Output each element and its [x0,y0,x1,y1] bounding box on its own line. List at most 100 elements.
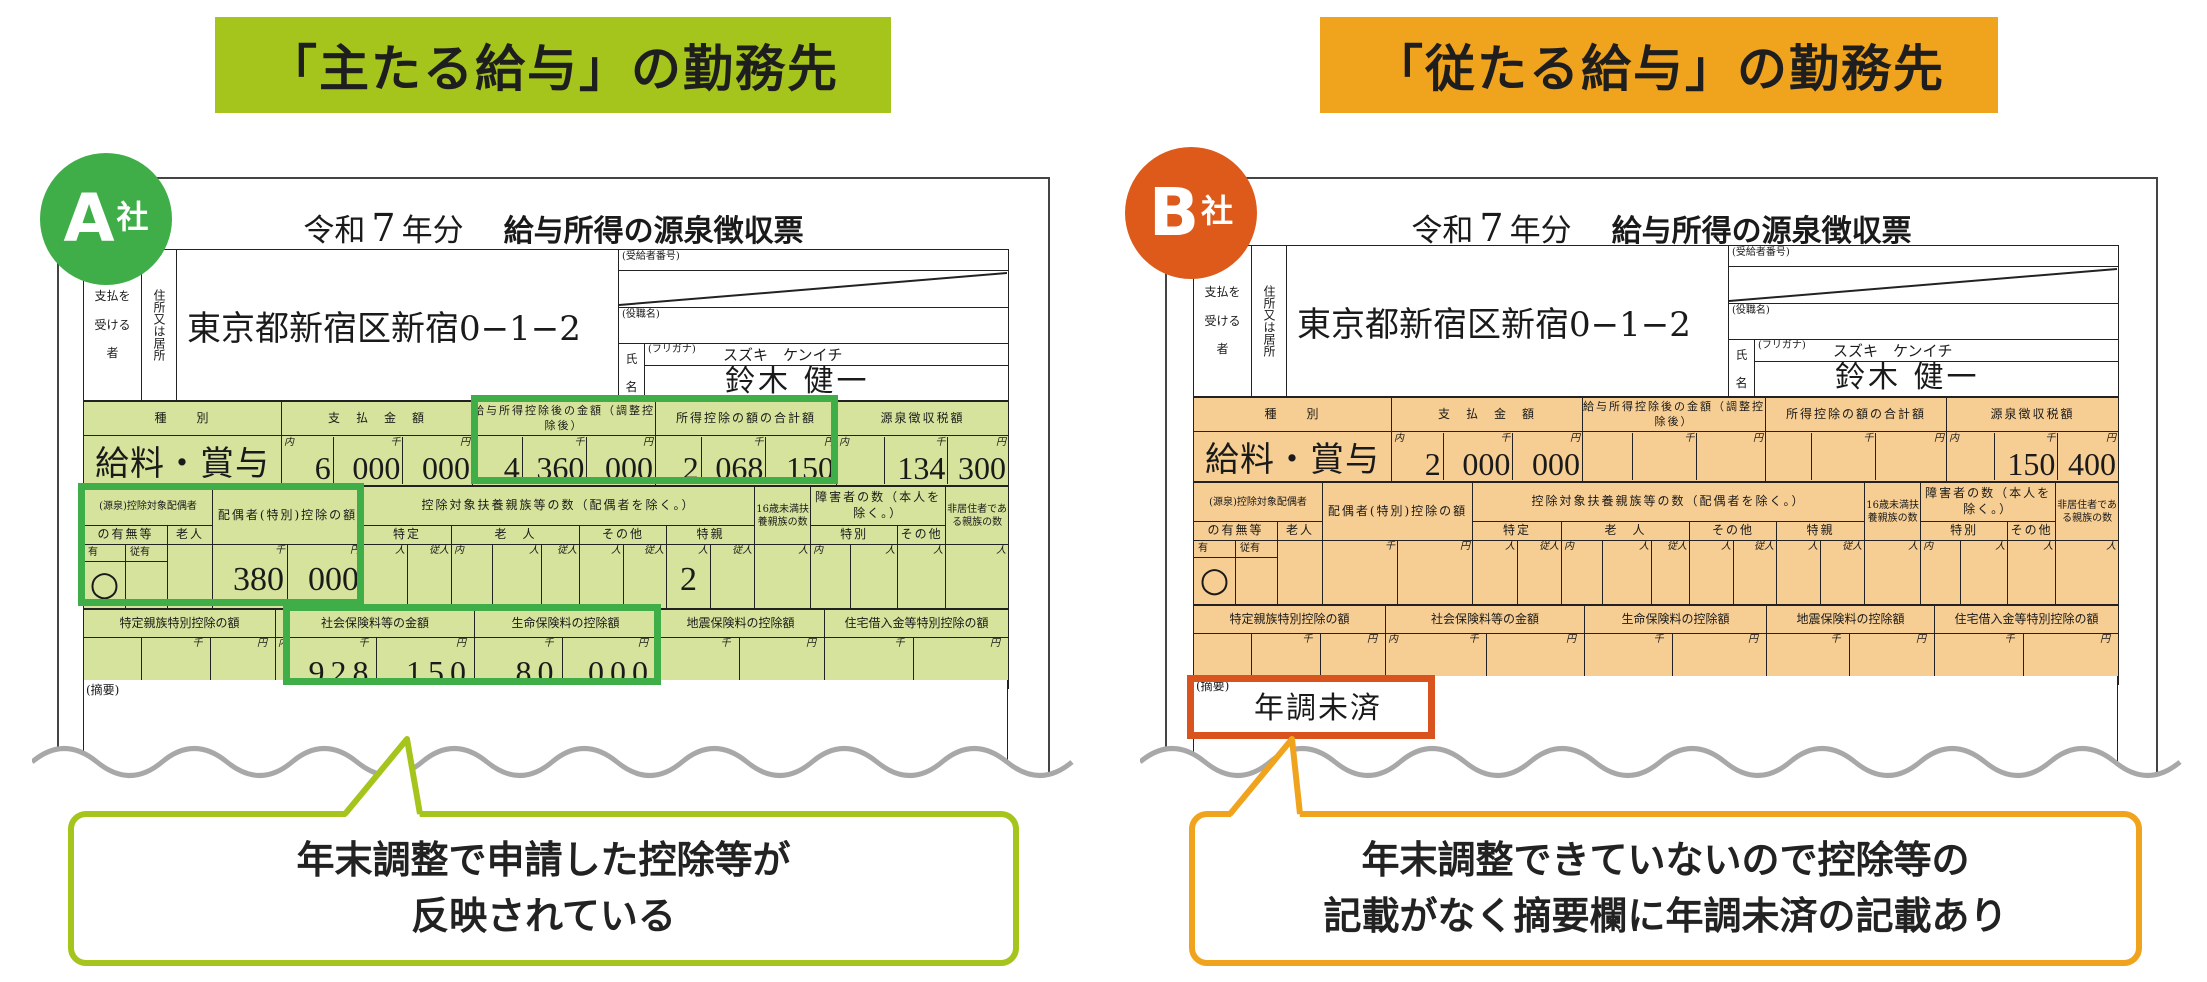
spouse-deduction-head: 配偶者(特別)控除の額 [1322,482,1473,541]
tekiyo-note: 年調未済 [1254,691,1382,726]
spouse-presence-mark: ○ [89,564,120,604]
unit-sen: 千 [358,638,375,649]
unit-nin: 人 [1908,541,1919,552]
year-suffix: 年分 [1509,213,1572,249]
name-value: 鈴木 健一 [725,364,870,399]
ari-label: 有 [1194,541,1235,558]
tax-thousands: 134 [897,450,946,486]
unit-en: 円 [990,638,1006,649]
unit-en: 円 [1566,634,1582,645]
unit-en: 円 [1367,634,1383,645]
paper [1165,177,2158,777]
specified-relative-amount: 千 円 [84,638,275,688]
unit-nin: 人 [1995,541,2006,552]
housing-loan-amount: 千 円 [825,638,1008,688]
unit-nin: 人 [996,545,1007,556]
ari-label: 有 [84,545,125,562]
unit-sen: 千 [275,545,285,556]
unit-nin: 人 [2043,541,2054,552]
unit-nin: 人 [698,545,708,556]
unit-en: 円 [2105,433,2116,444]
nonresident-head: 非居住者である親族の数 [2055,482,2120,541]
col-tax: 源泉徴収税額 [836,401,1009,436]
col-payment: 支 払 金 額 [281,401,473,436]
unit-sen: 千 [935,437,946,448]
juari-label: 従有 [126,545,167,562]
unit-sen: 千 [1863,433,1874,444]
housing-loan-amount: 千 円 [1935,634,2118,684]
year: 7 [1479,206,1504,250]
position-label: (役職名) [1732,305,1770,316]
callout-line: 反映されている [411,893,676,938]
unit-en: 円 [806,638,822,649]
special-head: 特別 [1920,521,2009,541]
payment-millions: 2 [1424,446,1441,482]
callout-line: 年末調整できていないので控除等の [1361,838,1970,883]
unit-nin: 人 [885,545,896,556]
earthquake-insurance-amount: 千 円 [657,638,824,688]
address-label: 住所又は居所 [152,289,166,361]
unit-uchi: 内 [454,545,464,556]
disabled-head: 障害者の数（本人を除く。） [1920,482,2057,522]
company-letter: A [63,180,115,257]
unit-en: 円 [995,437,1006,448]
income-type-value: 給料・賞与 [83,435,282,486]
unit-en: 円 [1460,541,1470,552]
total-deductions-amount: 千 円 [1766,433,1946,480]
callout-primary: 年末調整で申請した控除等が 反映されている [68,811,1019,966]
under16-head: 16歳未満扶養親族の数 [754,486,812,545]
other-head: その他 [1689,521,1777,541]
unit-uchi: 内 [1949,433,1959,444]
dependents-head: 控除対象扶養親族等の数（配偶者を除く。） [1471,482,1866,522]
unit-sen: 千 [192,638,209,649]
recipient-label: 支払を受ける者 [94,288,131,361]
slip-table: 支払を受ける者 住所又は居所 東京都新宿区新宿0−1−2 (受給者番号) (役職… [78,249,1010,689]
under16-head: 16歳未満扶養親族の数 [1864,482,1922,541]
payment-yen: 000 [1532,446,1581,482]
disabled-head: 障害者の数（本人を除く。） [810,486,947,526]
recipient-no-slash [619,271,1008,308]
col-tax: 源泉徴収税額 [1946,397,2119,432]
unit-junin: 従人 [732,545,753,556]
unit-en: 円 [643,437,653,448]
unit-uchi: 内 [1564,541,1574,552]
col-after-deduction: 給与所得控除後の金額（調整控除後） [472,401,656,436]
recipient-no-label: (受給者番号) [1732,247,1790,258]
title-text: 給与所得の源泉徴収票 [1611,214,1912,249]
col-type: 種 別 [1193,397,1392,432]
disabled-other-head: その他 [897,525,947,545]
title-text: 給与所得の源泉徴収票 [503,214,804,249]
address-value: 東京都新宿区新宿0−1−2 [1286,245,1729,397]
unit-uchi: 内 [1394,433,1404,444]
nonresident-head: 非居住者である親族の数 [945,486,1010,545]
unit-nin: 人 [798,545,809,556]
torn-edge-wave [32,746,1077,797]
unit-sen: 千 [543,638,560,649]
spouse-head: (源泉)控除対象配偶者 [1193,482,1323,522]
unit-en: 円 [1934,433,1944,444]
unit-uchi: 内 [839,437,849,448]
ins-head-earthquake: 地震保険料の控除額 [656,609,825,638]
after-deduction-millions: 4 [503,450,520,486]
era: 令和 [1411,213,1474,249]
specified-relative-amount: 千 円 [1194,634,1385,684]
company-letter: B [1148,174,1200,251]
unit-nin: 人 [1505,541,1515,552]
deduction-section: (源泉)控除対象配偶者 配偶者(特別)控除の額 控除対象扶養親族等の数（配偶者を… [83,486,1010,609]
ins-head-life: 生命保険料の控除額 [1584,605,1767,634]
unit-nin: 人 [1721,541,1731,552]
primary-employer-banner: 「主たる給与」の勤務先 [215,17,891,113]
unit-en: 円 [350,545,360,556]
ins-head-housing: 住宅借入金等特別控除の額 [1934,605,2119,634]
income-section: 種 別 支 払 金 額 給与所得控除後の金額（調整控除後） 所得控除の額の合計額… [1193,397,2119,482]
elderly-head: 老 人 [1561,521,1690,541]
payment-thousands: 000 [1462,446,1511,482]
tokushin-head: 特親 [1775,521,1866,541]
callout-secondary: 年末調整できていないので控除等の 記載がなく摘要欄に年調未済の記載あり [1189,811,2142,966]
total-deductions-millions: 2 [682,450,699,486]
